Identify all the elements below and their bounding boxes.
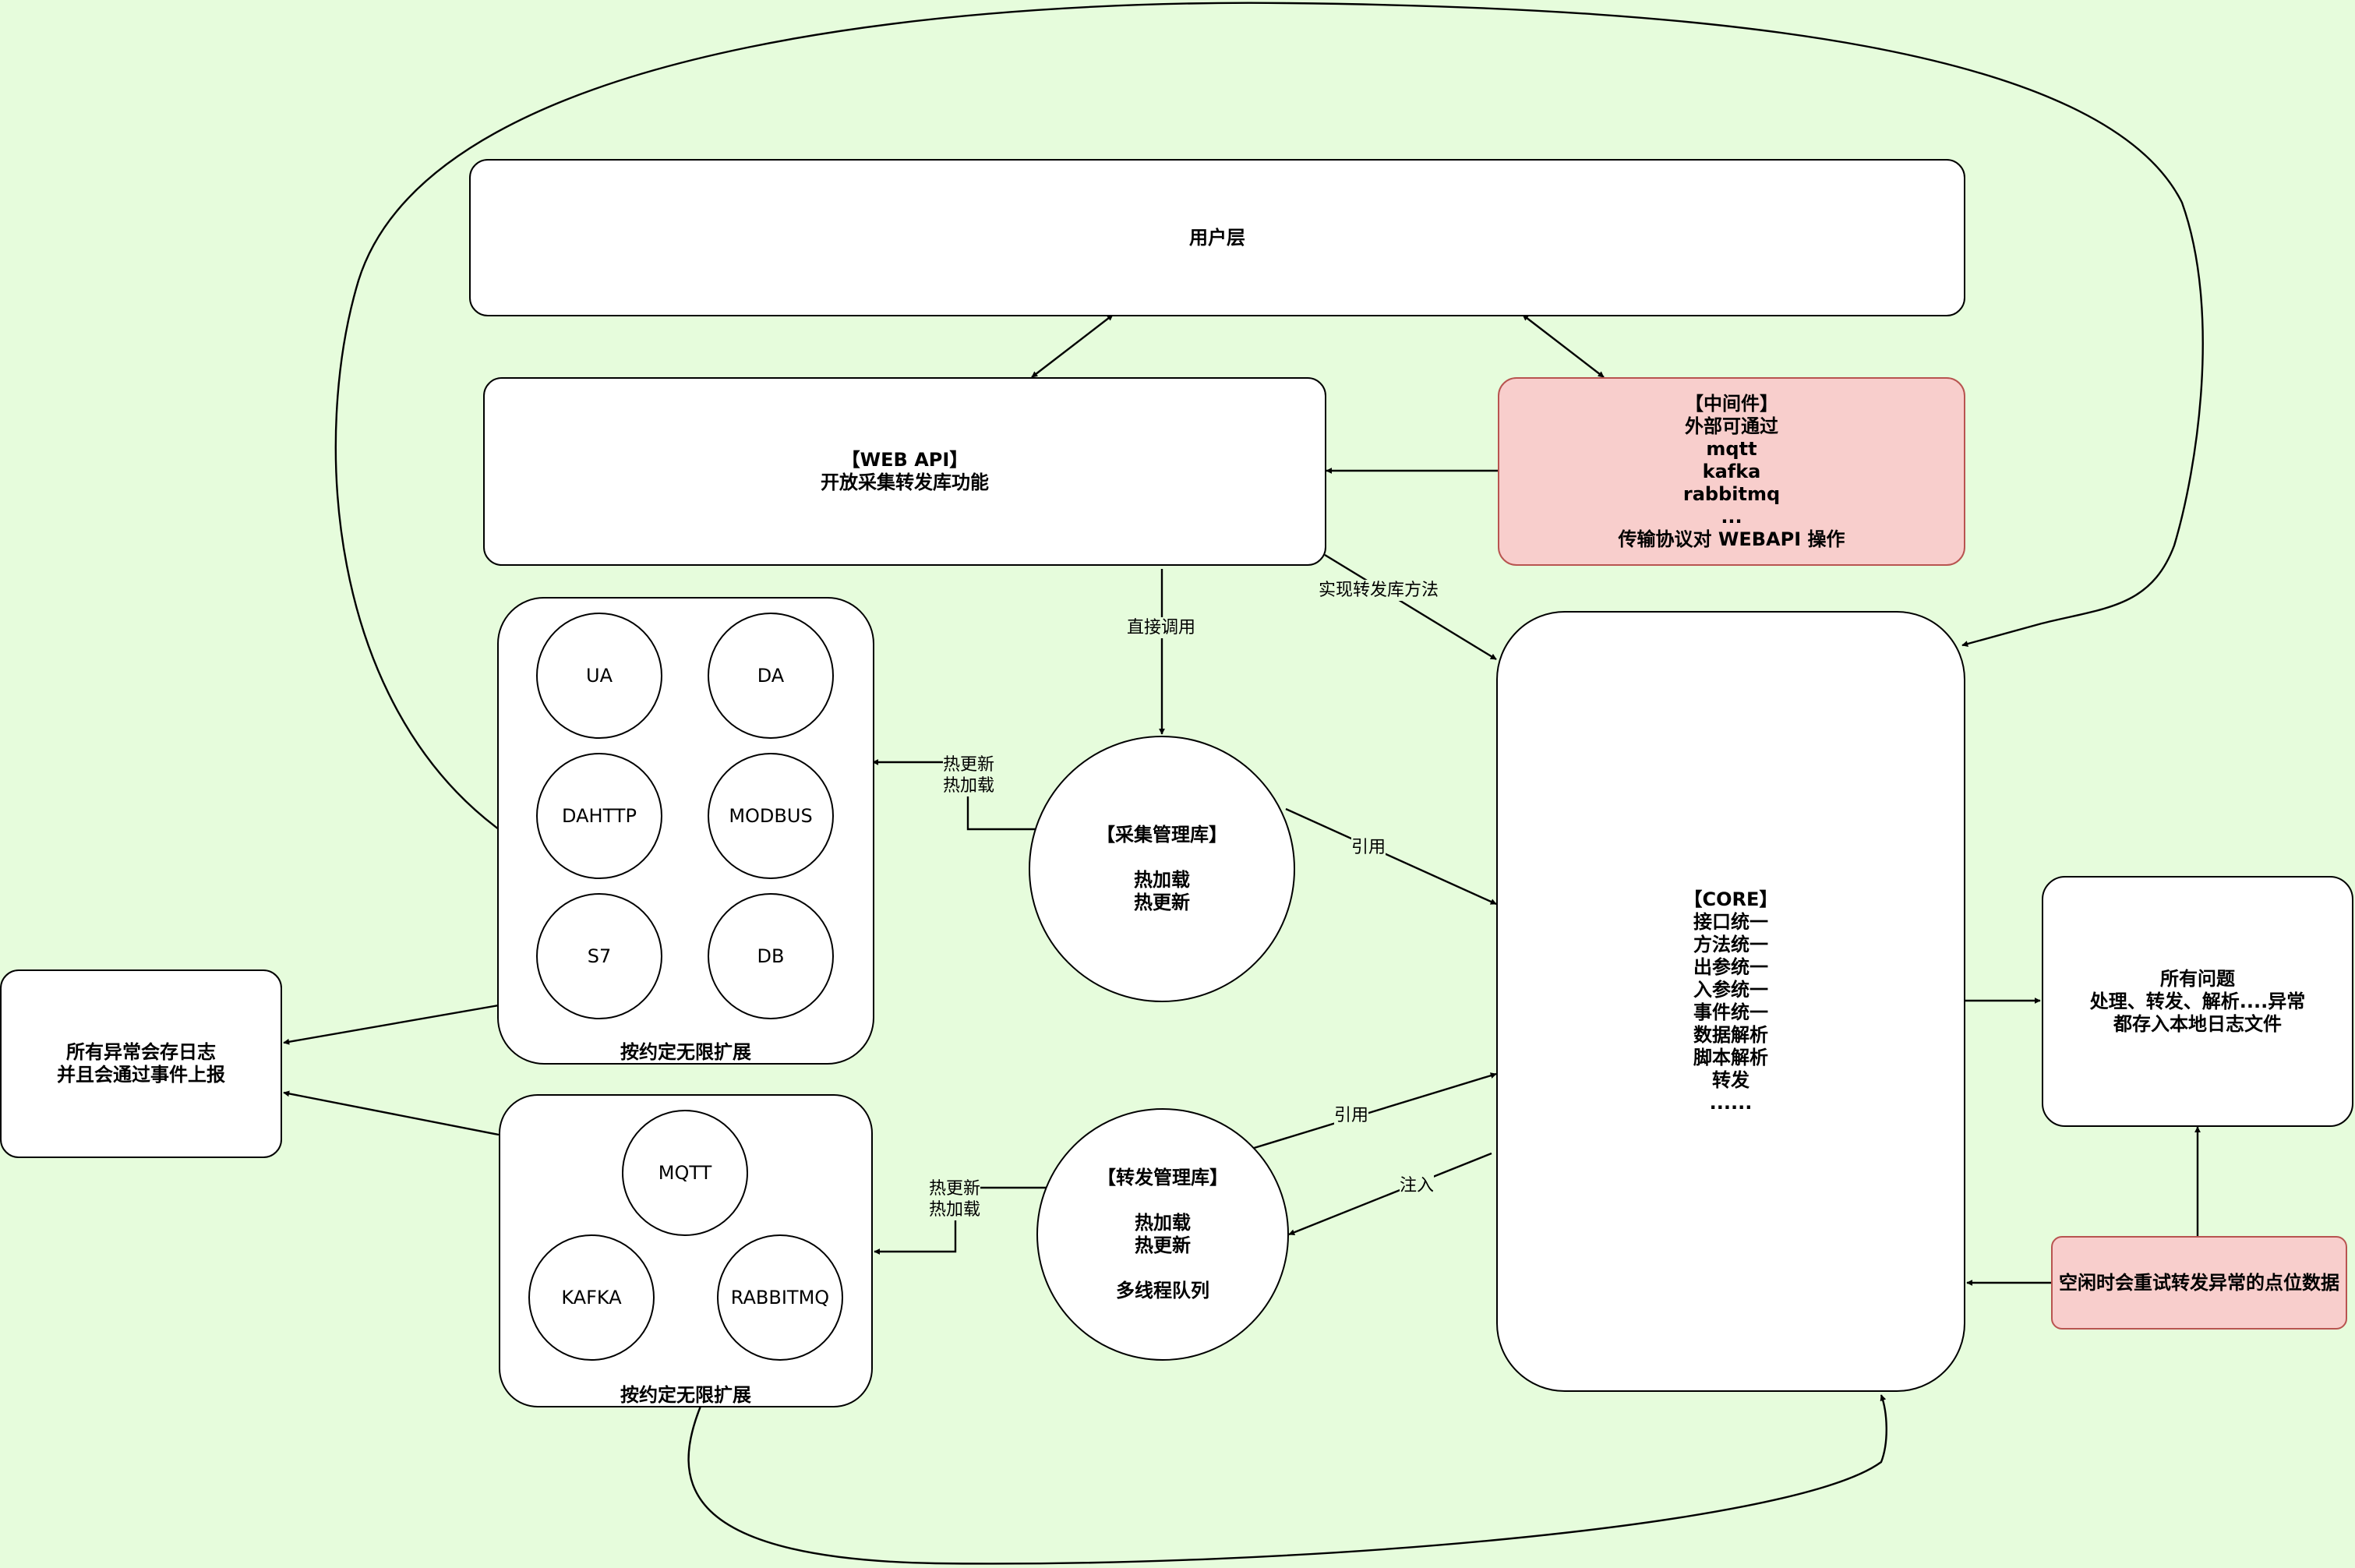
edge-forward-core-loop: [687, 1394, 1887, 1565]
forward-plugin-rabbitmq: RABBITMQ: [717, 1234, 843, 1361]
edge-label-inject: 注入: [1400, 1175, 1435, 1196]
retry-box-label: 空闲时会重试转发异常的点位数据: [2059, 1271, 2339, 1294]
edge-label-reference-collect: 引用: [1351, 837, 1386, 858]
middleware-label: 【中间件】 外部可通过 mqtt kafka rabbitmq ... 传输协议…: [1618, 392, 1845, 550]
collect-plugin-s7: S7: [536, 893, 662, 1019]
forward-plugin-kafka: KAFKA: [528, 1234, 655, 1361]
edge-label-implement-forward: 实现转发库方法: [1319, 580, 1439, 601]
edge-label-hot-collect: 热更新 热加载: [943, 754, 995, 796]
collect-plugin-db: DB: [708, 893, 834, 1019]
collect-plugin-ua-label: UA: [586, 664, 613, 687]
problems-box-label: 所有问题 处理、转发、解析....异常 都存入本地日志文件: [2089, 967, 2306, 1035]
edge-core-forward: [1288, 1152, 1492, 1236]
collect-plugin-db-label: DB: [757, 945, 785, 967]
collect-manager-node: 【采集管理库】 热加载 热更新: [1029, 736, 1295, 1002]
edge-label-hot-forward: 热更新 热加载: [929, 1178, 981, 1220]
collect-plugin-da: DA: [708, 613, 834, 739]
collect-plugin-dahttp-label: DAHTTP: [562, 804, 637, 827]
web-api-label: 【WEB API】 开放采集转发库功能: [821, 449, 989, 493]
collect-plugin-dahttp: DAHTTP: [536, 753, 662, 879]
retry-box: 空闲时会重试转发异常的点位数据: [2051, 1236, 2347, 1330]
forward-plugin-mqtt-label: MQTT: [658, 1161, 712, 1184]
forward-plugin-mqtt: MQTT: [622, 1110, 748, 1236]
core-label: 【CORE】 接口统一 方法统一 出参统一 入参统一 事件统一 数据解析 脚本解…: [1683, 888, 1778, 1114]
collect-plugin-modbus-label: MODBUS: [729, 804, 813, 827]
edge-collect-log: [283, 1004, 500, 1045]
collect-plugin-modbus: MODBUS: [708, 753, 834, 879]
forward-plugin-rabbitmq-label: RABBITMQ: [730, 1286, 830, 1308]
collect-plugin-da-label: DA: [757, 664, 785, 687]
middleware-box: 【中间件】 外部可通过 mqtt kafka rabbitmq ... 传输协议…: [1498, 377, 1965, 566]
edge-forward-log: [283, 1090, 500, 1136]
forward-manager-node: 【转发管理库】 热加载 热更新 多线程队列: [1036, 1108, 1289, 1361]
collect-manager-label: 【采集管理库】 热加载 热更新: [1096, 824, 1227, 913]
edge-webapi-user: [1031, 314, 1114, 378]
forward-group-caption: 按约定无限扩展: [620, 1384, 751, 1406]
edge-webapi-core: [1324, 553, 1497, 661]
edge-collect-core: [1285, 807, 1497, 906]
forward-manager-label: 【转发管理库】 热加载 热更新 多线程队列: [1097, 1167, 1228, 1301]
collect-plugin-ua: UA: [536, 613, 662, 739]
collect-group-caption: 按约定无限扩展: [620, 1041, 751, 1063]
core-box: 【CORE】 接口统一 方法统一 出参统一 入参统一 事件统一 数据解析 脚本解…: [1496, 611, 1965, 1392]
problems-box: 所有问题 处理、转发、解析....异常 都存入本地日志文件: [2042, 876, 2353, 1127]
edge-forward-core: [1251, 1072, 1497, 1150]
log-box-label: 所有异常会存日志 并且会通过事件上报: [57, 1041, 225, 1086]
edge-label-reference-forward: 引用: [1334, 1105, 1369, 1126]
user-layer-label: 用户层: [1189, 226, 1245, 249]
edge-label-direct-call: 直接调用: [1127, 617, 1196, 638]
collect-plugin-s7-label: S7: [587, 945, 612, 967]
user-layer-box: 用户层: [469, 159, 1965, 316]
edge-middleware-user: [1522, 314, 1605, 378]
forward-plugin-kafka-label: KAFKA: [561, 1286, 622, 1308]
edge-collect-core-loop: [334, 2, 2204, 830]
web-api-box: 【WEB API】 开放采集转发库功能: [483, 377, 1326, 566]
log-box: 所有异常会存日志 并且会通过事件上报: [0, 969, 282, 1158]
